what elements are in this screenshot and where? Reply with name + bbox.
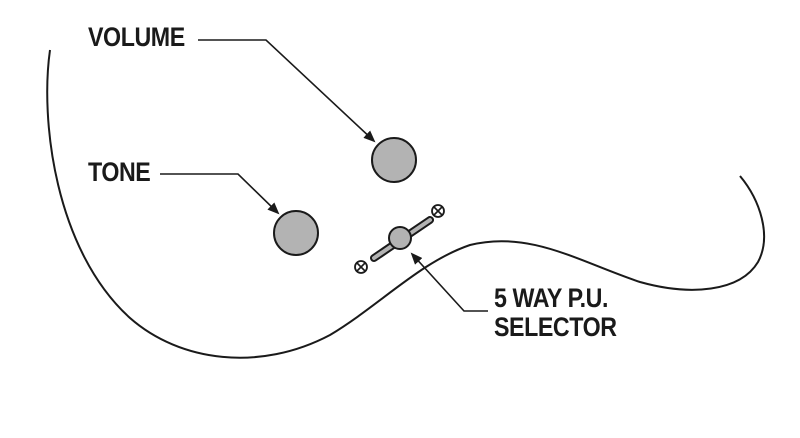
guitar-body-outline: [46, 49, 766, 359]
volume-knob: [371, 137, 417, 183]
selector-label-line2: SELECTOR: [494, 312, 617, 342]
selector-label-line1: 5 WAY P.U.: [494, 283, 609, 313]
selector-knob: [388, 226, 412, 250]
tone-knob: [273, 210, 319, 256]
tone-label: TONE: [88, 157, 151, 187]
screw-icon: [431, 204, 445, 218]
tone-leader-arrow: [160, 173, 280, 215]
screw-icon: [354, 260, 368, 274]
selector-leader-arrow: [410, 252, 488, 312]
volume-leader-arrow: [198, 39, 376, 143]
volume-label: VOLUME: [88, 22, 185, 52]
